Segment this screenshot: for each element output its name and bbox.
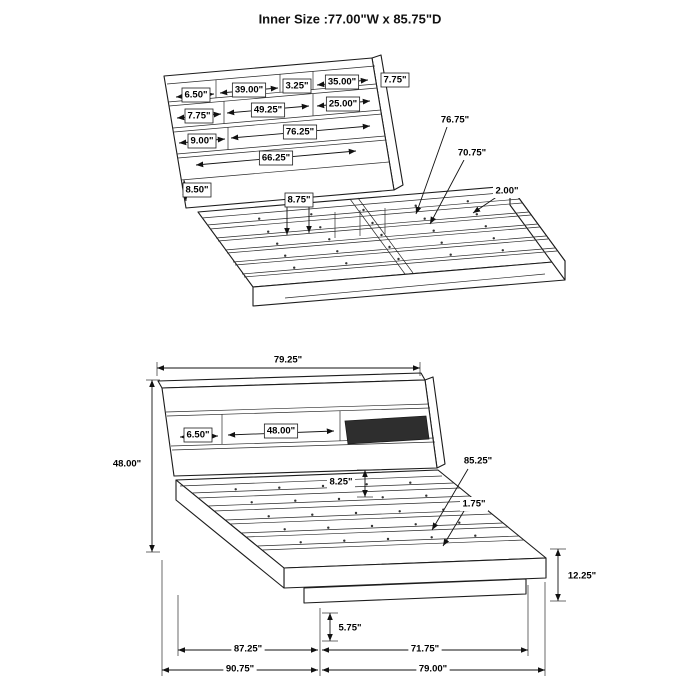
dim-shelf-width: 48.00" [267, 426, 295, 437]
leader-slat-thickness [442, 510, 465, 547]
dim-overall-depth-a: 90.75" [226, 664, 254, 675]
top-view-diagram: 6.50" 39.00" 3.25" 35.00" 7.75" 7.75" 49… [163, 54, 566, 307]
dim-platform-height: 12.25" [568, 571, 596, 582]
dim-shelf-w4: 35.00" [328, 77, 356, 88]
dim-depth-outer: 76.75" [441, 115, 469, 126]
dim-row2-w3: 25.00" [329, 99, 357, 110]
dim-row3-w2: 76.25" [286, 127, 314, 138]
leader-rail-thickness [472, 195, 499, 214]
dim-overall-height: 48.00" [113, 459, 141, 470]
diagram-title: Inner Size :77.00"W x 85.75"D [259, 12, 442, 27]
dim-shelf-w2: 39.00" [235, 85, 263, 96]
dim-base-height: 5.75" [339, 623, 362, 634]
dim-shelf-depth: 6.50" [187, 430, 210, 441]
leader-slat-length [431, 468, 469, 531]
top-view-slats [206, 198, 558, 278]
dim-rail-height-bottom: 8.25" [330, 477, 353, 488]
dim-rail-height: 8.50" [186, 185, 209, 196]
dim-depth-b: 71.75" [411, 644, 439, 655]
dim-inner-width: 66.25" [262, 153, 290, 164]
dim-slat-thickness: 1.75" [463, 499, 486, 510]
dim-row3-w1: 9.00" [191, 136, 214, 147]
top-view-dimensions: 6.50" 39.00" 3.25" 35.00" 7.75" 7.75" 49… [175, 72, 521, 235]
top-view-platform [197, 185, 566, 307]
leader-depth-inner [429, 159, 465, 225]
bottom-view-platform [175, 469, 547, 604]
dim-slat-length: 85.25" [464, 456, 492, 467]
shelf-shadow [344, 415, 430, 445]
dim-depth-a: 87.25" [234, 644, 262, 655]
dim-support-height: 8.75" [288, 195, 311, 206]
dim-rail-thickness: 2.00" [496, 186, 519, 197]
leader-depth-outer [415, 126, 448, 215]
dim-overall-depth-b: 79.00" [419, 664, 447, 675]
dim-side-height: 7.75" [384, 75, 407, 86]
bottom-view-dimensions: 79.25" 48.00" 6.50" 48.00" 8.25" 85.25" … [110, 353, 599, 676]
bottom-view-headboard [157, 372, 446, 477]
dim-depth-inner: 70.75" [458, 148, 486, 159]
dim-row2-w1: 7.75" [188, 111, 211, 122]
dim-shelf-w3: 3.25" [286, 81, 309, 92]
top-view-center-rail [334, 197, 414, 275]
dim-row2-w2: 49.25" [254, 105, 282, 116]
dim-shelf-w1: 6.50" [185, 90, 208, 101]
bottom-view-diagram: 79.25" 48.00" 6.50" 48.00" 8.25" 85.25" … [110, 353, 599, 676]
dim-overall-width: 79.25" [274, 355, 302, 366]
